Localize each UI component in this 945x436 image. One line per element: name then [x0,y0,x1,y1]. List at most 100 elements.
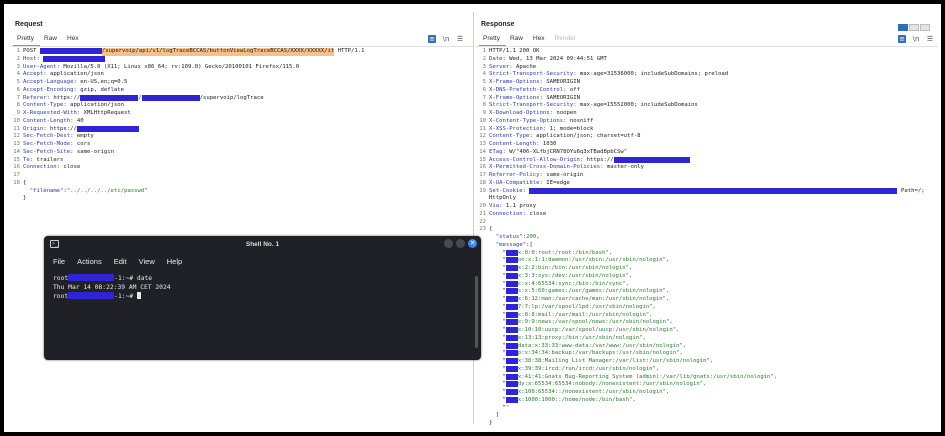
passwd-line: "c:x:4:65534:sync:/bin:/bin/sync", [489,280,629,287]
code-line: "message":[ [495,241,533,248]
passwd-line: "7:7:lp:/var/spool/lpd:/usr/sbin/nologin… [489,303,656,310]
layout-vertical-icon[interactable] [920,24,930,31]
passwd-line: "x:39:39:ircd:/run/ircd:/usr/sbin/nologi… [489,365,660,372]
redaction [505,296,518,302]
redaction [505,342,518,349]
response-title: Response [481,21,515,28]
redaction [505,249,518,256]
redaction [505,303,518,310]
passwd-line: "x:100:65534::/nonexistent:/usr/sbin/nol… [489,389,670,395]
wrap-icon[interactable]: ≡ [898,35,906,43]
request-tab-hex[interactable]: Hex [67,35,79,42]
terminal-scrollbar[interactable] [475,276,478,348]
terminal-menubar: File Actions Edit View Help [53,257,182,266]
close-button[interactable]: ✕ [468,239,477,248]
passwd-list: "x:0:0:root:/root:/bin/bash", "on:x:1:1:… [479,249,936,413]
menu-edit[interactable]: Edit [113,257,127,266]
redaction [80,94,139,101]
code-line: 23{ [479,226,493,233]
newline-icon[interactable]: \n [912,35,920,43]
passwd-line: "x:1000:1000::/home/node:/bin/bash", [489,396,636,403]
passwd-line: "x:13:13:proxy:/bin:/usr/sbin/nologin", [489,334,646,341]
redaction [505,381,518,388]
request-toolbar: ≡ \n ☰ [428,35,464,43]
passwd-line: "p:x:34:34:backup:/var/backups:/usr/sbin… [489,350,683,357]
redaction [505,350,518,357]
response-tab-hex[interactable]: Hex [533,35,545,42]
passwd-line: "" [489,404,510,411]
layout-horizontal-icon[interactable] [909,24,919,31]
redaction [42,55,105,62]
passwd-line: "s:x:5:60:games:/usr/games:/usr/sbin/nol… [489,288,670,295]
terminal-line: root-1:~# [53,292,171,301]
terminal-cursor [136,292,141,299]
redaction [505,272,518,279]
response-tab-render[interactable]: Render [554,35,576,42]
terminal-title: Shell No. 1 [245,241,280,248]
redaction [505,334,518,341]
passwd-line: "x:6:12:man:/var/cache/man:/usr/sbin/nol… [489,296,670,302]
response-tab-raw[interactable]: Raw [509,35,523,42]
redaction [505,311,518,318]
menu-icon[interactable]: ☰ [456,35,464,43]
redaction [505,280,518,287]
newline-icon[interactable]: \n [442,35,450,43]
menu-view[interactable]: View [138,257,155,266]
code-line: ] [495,412,500,419]
menu-actions[interactable]: Actions [77,257,102,266]
passwd-line: "x:0:0:root:/root:/bin/bash", [489,249,613,256]
redaction [76,125,139,132]
terminal-window[interactable]: >_ Shell No. 1 ✕ File Actions Edit View … [44,236,481,360]
layout-split-icon[interactable] [898,24,908,31]
passwd-line: "x:3:3:sys:/dev:/usr/sbin/nologin", [489,272,633,279]
response-tab-pretty[interactable]: Pretty [479,34,506,46]
passwd-line: "on:x:1:1:daemon:/usr/sbin:/usr/sbin/nol… [489,257,670,264]
request-tab-raw[interactable]: Raw [43,35,57,42]
minimize-button[interactable] [444,239,453,248]
menu-help[interactable]: Help [166,257,183,266]
request-title: Request [15,21,43,28]
request-path: /supervoip/api/v1/logTraceBCCAS/buttonVi… [101,48,335,56]
wrap-icon[interactable]: ≡ [428,35,436,43]
maximize-button[interactable] [456,239,465,248]
terminal-icon: >_ [50,240,59,248]
code-line: 18{ [13,179,27,186]
menu-icon[interactable]: ☰ [926,35,934,43]
redaction [68,292,115,299]
redaction [529,187,898,194]
menu-file[interactable]: File [53,257,66,266]
redaction [505,257,518,264]
request-tabs: Pretty Raw Hex [13,34,85,46]
request-tab-pretty[interactable]: Pretty [13,34,40,46]
passwd-line: "x:9:9:news:/var/spool/news:/usr/sbin/no… [489,319,673,326]
layout-toggle [898,24,930,31]
passwd-line: "dy:x:65534:65534:nobody:/nonexistent:/u… [489,381,707,388]
response-toolbar: ≡ \n ☰ [898,35,934,43]
